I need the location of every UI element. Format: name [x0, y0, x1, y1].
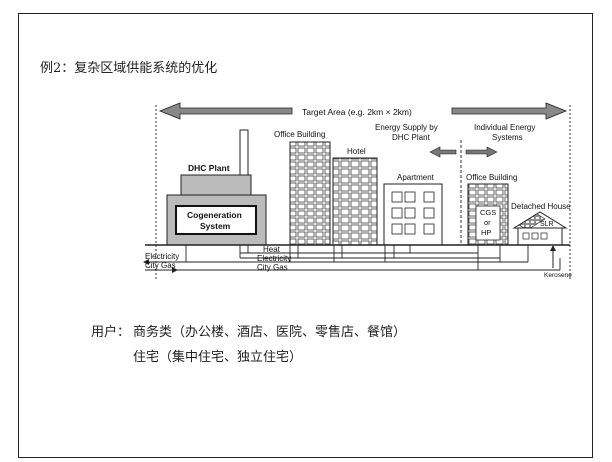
users-label: 用户：: [91, 325, 131, 340]
cogeneration-system-box: [175, 205, 257, 235]
electricity-left-label: Electricity: [145, 252, 179, 261]
kerosene-label: Kerosene: [544, 272, 572, 279]
cgs-label: CGS: [480, 208, 496, 217]
detached-house-label: Detached House: [511, 202, 571, 211]
slr-label: SLR: [540, 221, 554, 228]
supply-arrow-left: [429, 146, 457, 158]
dhc-plant-roof: [180, 174, 252, 196]
users-text: 用户：商务类（办公楼、酒店、医院、零售店、餐馆） 住宅（集中住宅、独立住宅）: [91, 320, 406, 370]
users-row-1: 用户：商务类（办公楼、酒店、医院、零售店、餐馆）: [91, 320, 406, 345]
supply-arrow-right: [465, 146, 498, 158]
energy-network: [145, 245, 561, 271]
users-commercial: 商务类（办公楼、酒店、医院、零售店、餐馆）: [133, 325, 407, 340]
hotel-label: Hotel: [347, 147, 366, 156]
electricity-arrowhead: [143, 259, 149, 265]
individual-systems-label-2: Systems: [492, 133, 523, 142]
apartment-windows: [391, 191, 435, 235]
office-building-2-label: Office Building: [466, 173, 517, 182]
cogeneration-label: Cogeneration: [187, 210, 242, 220]
electricity-mid-label: Electricity: [257, 254, 291, 263]
slide-title: 例2：复杂区域供能系统的优化: [40, 61, 218, 76]
apartment-label: Apartment: [397, 173, 435, 182]
cgs-label-3: HP: [481, 228, 491, 237]
office-building-1-label: Office Building: [274, 130, 325, 139]
gas-arrowhead: [172, 267, 178, 273]
hotel-building: [332, 157, 378, 246]
city-gas-left-label: City Gas: [145, 261, 176, 270]
cgs-label-2: or: [484, 218, 491, 227]
house-windows: [522, 232, 548, 240]
target-arrow-left: [158, 102, 293, 120]
office-building-1: [289, 141, 331, 246]
cogeneration-label-2: System: [200, 221, 231, 231]
users-row-2: 住宅（集中住宅、独立住宅）: [91, 345, 406, 370]
cgs-box: [475, 205, 501, 241]
city-gas-mid-label: City Gas: [257, 263, 288, 272]
energy-supply-label-2: DHC Plant: [392, 133, 431, 142]
target-arrow-right: [451, 102, 568, 120]
energy-supply-label: Energy Supply by: [375, 123, 438, 132]
target-area-label: Target Area (e.g. 2km × 2km): [302, 107, 412, 117]
heat-label: Heat: [263, 245, 281, 254]
users-residential: 住宅（集中住宅、独立住宅）: [133, 350, 303, 365]
individual-systems-label: Individual Energy: [474, 123, 535, 132]
kerosene-arrowhead: [550, 245, 556, 251]
dhc-plant-label: DHC Plant: [188, 163, 230, 173]
